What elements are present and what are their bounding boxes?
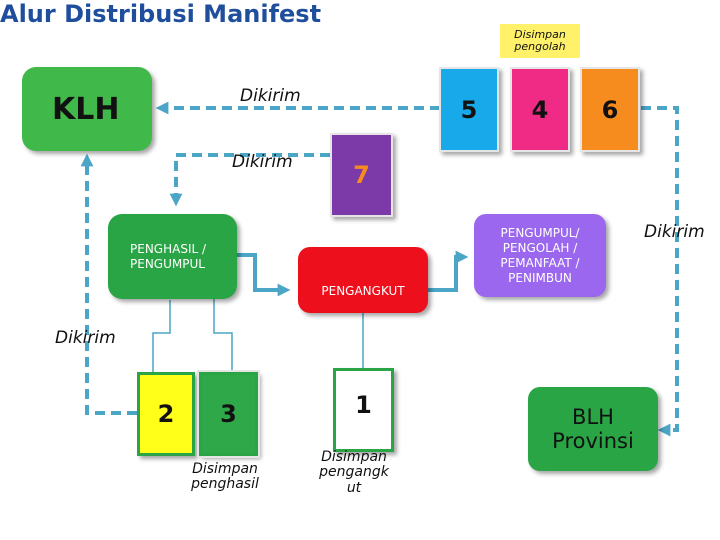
- copy-2: 2: [137, 372, 195, 456]
- node-blh-provinsi: BLH Provinsi: [528, 387, 658, 471]
- node-penghasil-label: PENGHASIL / PENGUMPUL: [130, 241, 207, 271]
- arrow-7-to-penghasil: [169, 153, 330, 207]
- line-3-to-penghasil: [209, 281, 233, 372]
- arrow-6-to-blh: [625, 106, 679, 437]
- label-dikirim-top: Dikirim: [240, 86, 301, 106]
- node-pengangkut-label: PENGANGKUT: [321, 284, 405, 298]
- node-pengumpul-label: PENGUMPUL/ PENGOLAH / PEMANFAAT / PENIMB…: [500, 225, 580, 285]
- label-dikirim-right: Dikirim: [644, 222, 705, 242]
- arrow-2-to-klh: [80, 153, 137, 415]
- node-blh-label: BLH Provinsi: [552, 404, 634, 453]
- copy-1: 1: [333, 368, 394, 452]
- arrow-penghasil-to-pengangkut: [237, 253, 291, 297]
- line-penghasil-to-2: [152, 300, 171, 372]
- node-pengumpul-pengolah: PENGUMPUL/ PENGOLAH / PEMANFAAT / PENIMB…: [474, 214, 606, 297]
- copy-7: 7: [330, 133, 393, 217]
- node-klh-label: KLH: [52, 91, 120, 127]
- node-pengangkut: PENGANGKUT: [298, 247, 428, 313]
- note-disimpan-pengolah: Disimpan pengolah: [500, 24, 580, 58]
- label-dikirim-mid: Dikirim: [232, 152, 293, 172]
- copy-6: 6: [580, 67, 640, 152]
- node-penghasil-pengumpul: PENGHASIL / PENGUMPUL: [108, 214, 237, 299]
- copy-4: 4: [510, 67, 570, 152]
- label-dikirim-left: Dikirim: [55, 328, 116, 348]
- note-disimpan-pengangkut: Disimpan pengangk ut: [319, 449, 389, 496]
- copy-5: 5: [439, 67, 499, 152]
- diagram-title: Alur Distribusi Manifest: [0, 0, 322, 28]
- copy-3: 3: [197, 370, 260, 458]
- note-disimpan-penghasil: Disimpan penghasil: [191, 461, 259, 493]
- node-klh: KLH: [22, 67, 152, 151]
- arrow-pengangkut-to-pengumpul: [428, 250, 469, 292]
